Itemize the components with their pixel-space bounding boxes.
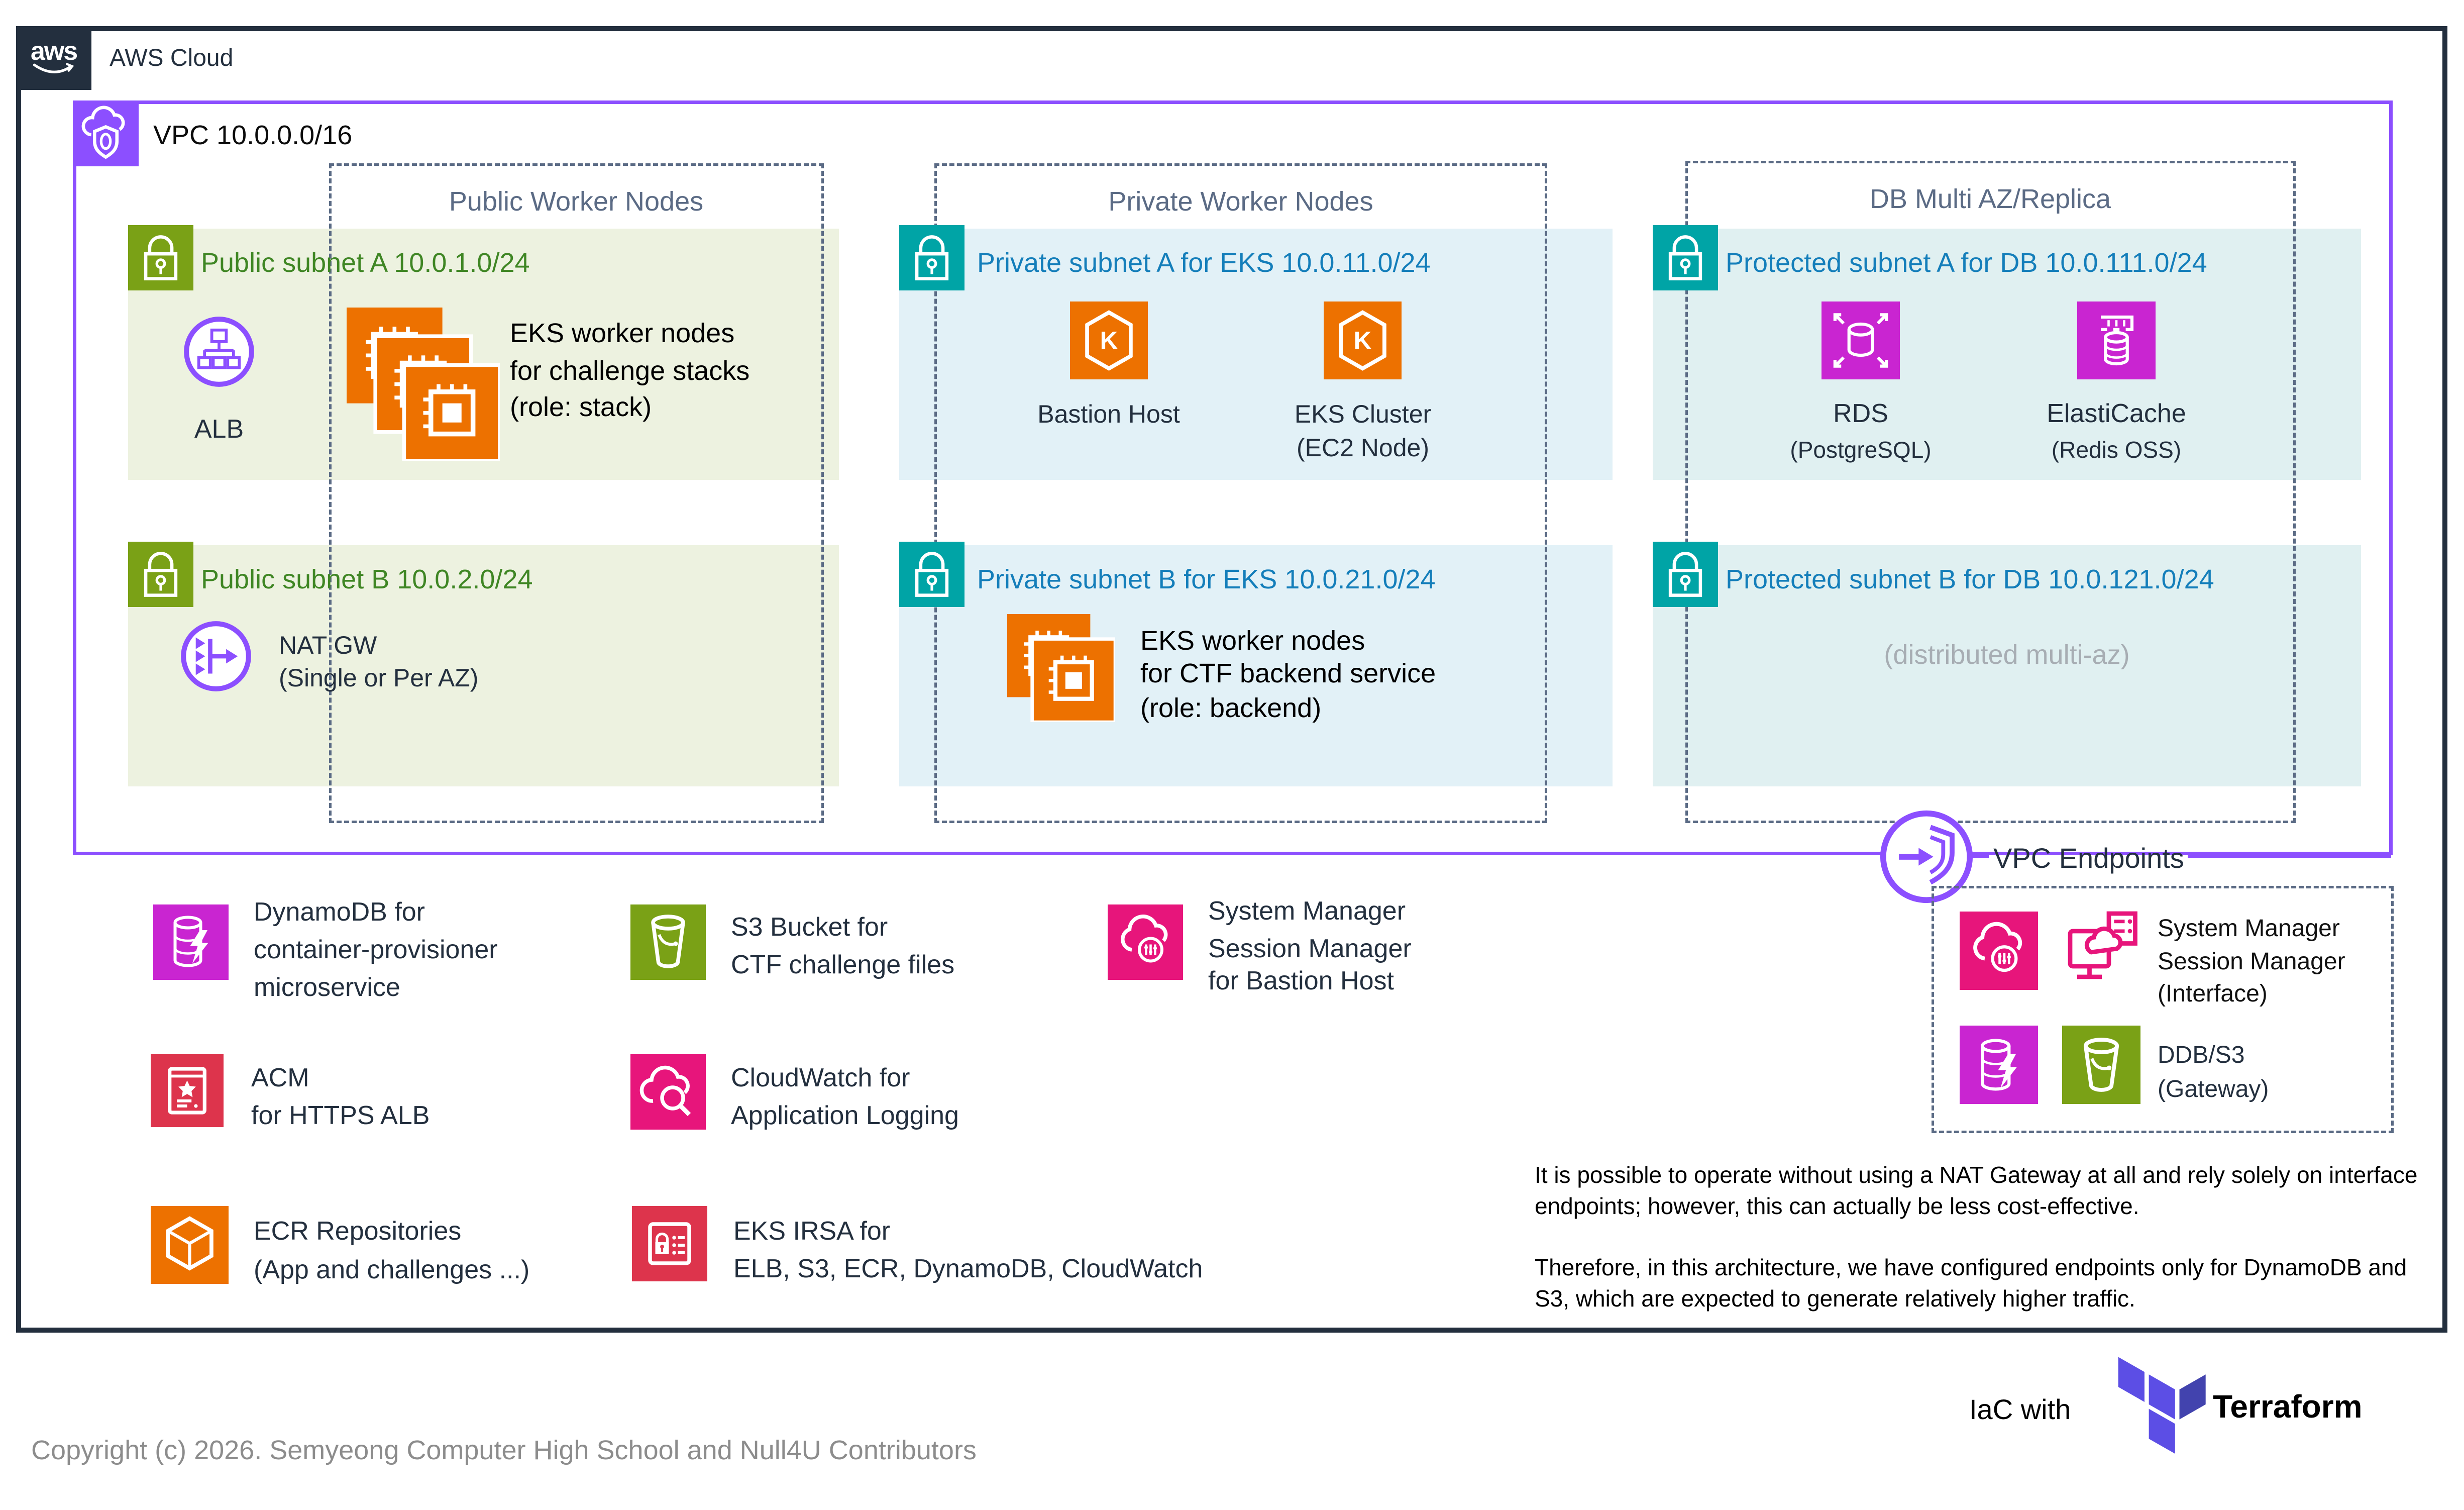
svc-irsa-line1: EKS IRSA for [733, 1217, 891, 1246]
eks-worker-stack-icon [347, 308, 502, 463]
private-subnet-a-lock-icon [899, 225, 965, 290]
vpc-endpoints-title: VPC Endpoints [1993, 842, 2184, 874]
svc-ssm-line2: Session Manager [1208, 934, 1412, 963]
private-subnet-a-label: Private subnet A for EKS 10.0.11.0/24 [977, 248, 1431, 278]
eks-cluster-icon: K [1324, 301, 1402, 379]
vpc-label: VPC 10.0.0.0/16 [153, 120, 353, 150]
elasticache-label-line2: (Redis OSS) [2051, 437, 2182, 463]
svg-text:K: K [1100, 327, 1118, 355]
copyright-text: Copyright (c) 2026. Semyeong Computer Hi… [31, 1435, 977, 1465]
eks-backend-line3: (role: backend) [1140, 693, 1322, 723]
eks-backend-line1: EKS worker nodes [1140, 626, 1365, 656]
private-group-title: Private Worker Nodes [1108, 186, 1373, 217]
svc-acm-line2: for HTTPS ALB [251, 1101, 430, 1130]
public-subnet-b-lock-icon [128, 542, 193, 607]
ep-gateway-line2: (Gateway) [2158, 1076, 2269, 1102]
session-manager-interface-icon [2060, 907, 2148, 994]
svc-ssm-line1: System Manager [1208, 896, 1406, 926]
protected-subnet-a-lock-icon [1653, 225, 1718, 290]
public-worker-nodes-group [329, 163, 824, 823]
eks-stack-line2: for challenge stacks [510, 356, 750, 386]
eks-backend-stack-icon [1007, 614, 1117, 724]
dynamodb-icon [153, 904, 229, 980]
aws-cloud-frame [16, 26, 2447, 1333]
ssm-endpoint-icon [1960, 912, 2038, 990]
vpc-endpoints-box [1932, 886, 2394, 1133]
elasticache-icon [2077, 301, 2156, 379]
bastion-host-icon: K [1070, 301, 1148, 379]
nat-label-line2: (Single or Per AZ) [279, 664, 479, 692]
note-paragraph-2: Therefore, in this architecture, we have… [1535, 1254, 2407, 1312]
ep-interface-line2: Session Manager [2158, 948, 2345, 975]
terraform-logo-icon [2110, 1356, 2210, 1459]
svc-dynamodb-line3: microservice [254, 973, 400, 1002]
private-subnet-b-lock-icon [899, 542, 965, 607]
alb-label: ALB [194, 415, 244, 444]
public-subnet-a-label: Public subnet A 10.0.1.0/24 [201, 248, 530, 278]
svc-dynamodb-line2: container-provisioner [254, 935, 498, 964]
svc-irsa-line2: ELB, S3, ECR, DynamoDB, CloudWatch [733, 1254, 1203, 1283]
svc-cloudwatch-line2: Application Logging [731, 1101, 959, 1130]
protected-subnet-b-lock-icon [1653, 542, 1718, 607]
svc-ecr-line2: (App and challenges ...) [254, 1255, 530, 1284]
eks-stack-line1: EKS worker nodes [510, 318, 735, 348]
private-worker-nodes-group [934, 163, 1547, 823]
s3-icon [630, 904, 706, 980]
svc-dynamodb-line1: DynamoDB for [254, 897, 425, 927]
dynamodb-endpoint-icon [1960, 1026, 2038, 1104]
aws-logo: aws [16, 26, 91, 90]
note-paragraph-1: It is possible to operate without using … [1535, 1162, 2418, 1219]
aws-cloud-title: AWS Cloud [110, 45, 234, 71]
db-multi-az-group [1685, 161, 2296, 823]
ecr-icon [151, 1206, 229, 1284]
vpc-frame [73, 100, 2393, 855]
rds-icon [1822, 301, 1900, 379]
bastion-host-label: Bastion Host [1037, 400, 1180, 428]
nat-gateway-icon [180, 620, 252, 692]
vpc-icon [73, 100, 139, 166]
protected-subnet-a-label: Protected subnet A for DB 10.0.111.0/24 [1726, 248, 2207, 278]
public-group-title: Public Worker Nodes [449, 186, 704, 217]
private-subnet-a-box [899, 229, 1613, 480]
protected-subnet-b-label: Protected subnet B for DB 10.0.121.0/24 [1726, 564, 2214, 594]
db-group-title: DB Multi AZ/Replica [1869, 184, 2111, 214]
public-subnet-b-label: Public subnet B 10.0.2.0/24 [201, 564, 533, 594]
svc-ecr-line1: ECR Repositories [254, 1217, 462, 1246]
endpoints-connector-right [2188, 854, 2391, 858]
ssm-icon [1108, 904, 1183, 980]
endpoints-connector-left [1972, 854, 1989, 858]
vpc-endpoints-icon [1877, 808, 1976, 906]
svg-text:K: K [1354, 327, 1372, 355]
eks-cluster-label-line1: EKS Cluster [1294, 400, 1432, 428]
terraform-label: Terraform [2213, 1388, 2363, 1425]
svc-s3-line2: CTF challenge files [731, 950, 955, 979]
protected-subnet-b-box [1653, 545, 2361, 786]
nat-label-line1: NAT GW [279, 631, 377, 659]
eks-backend-line2: for CTF backend service [1140, 658, 1436, 688]
svc-ssm-line3: for Bastion Host [1208, 966, 1394, 995]
protected-subnet-a-box [1653, 229, 2361, 480]
eks-cluster-label-line2: (EC2 Node) [1297, 434, 1429, 462]
svc-cloudwatch-line1: CloudWatch for [731, 1063, 910, 1092]
aws-smile-icon [33, 62, 74, 73]
eks-stack-line3: (role: stack) [510, 392, 652, 422]
private-subnet-b-label: Private subnet B for EKS 10.0.21.0/24 [977, 564, 1436, 594]
public-subnet-a-lock-icon [128, 225, 193, 290]
rds-label-line2: (PostgreSQL) [1790, 437, 1932, 463]
eks-irsa-icon [632, 1206, 707, 1281]
ep-interface-line3: (Interface) [2158, 980, 2268, 1007]
rds-label-line1: RDS [1833, 399, 1888, 428]
svc-acm-line1: ACM [251, 1063, 309, 1092]
acm-icon [151, 1054, 224, 1127]
alb-icon [183, 316, 255, 388]
iac-with-label: IaC with [1969, 1393, 2071, 1425]
aws-logo-word: aws [30, 36, 78, 66]
svc-s3-line1: S3 Bucket for [731, 913, 888, 942]
cloudwatch-icon [630, 1054, 706, 1130]
s3-endpoint-icon [2062, 1026, 2140, 1104]
elasticache-label-line1: ElastiCache [2047, 399, 2186, 428]
ep-interface-line1: System Manager [2158, 915, 2340, 942]
ep-gateway-line1: DDB/S3 [2158, 1042, 2245, 1068]
protected-subnet-b-note: (distributed multi-az) [1884, 640, 2130, 670]
